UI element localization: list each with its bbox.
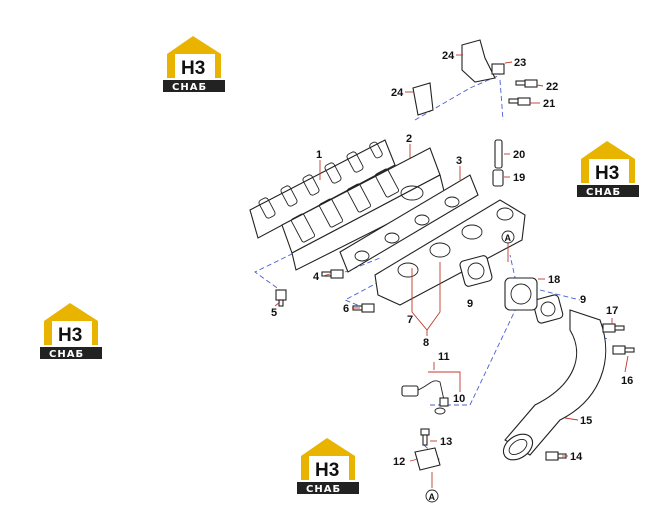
part-20-pin: [494, 139, 503, 169]
reference-marker-a-bottom: A: [425, 489, 439, 503]
label-18: 18: [548, 274, 560, 286]
label-17: 17: [606, 305, 618, 317]
logo-text: CHAБ: [586, 187, 621, 198]
part-18-throttle-body: [504, 277, 538, 311]
part-3-exhaust-gasket: [339, 174, 479, 273]
watermark-logo-1: H3 CHAБ: [163, 36, 225, 93]
label-22: 22: [546, 81, 558, 93]
watermark-logo-4: H3 CHAБ: [297, 438, 359, 495]
logo-letters: H3: [58, 325, 82, 346]
part-22-bolt: [515, 79, 538, 88]
part-16-bolt: [612, 345, 635, 355]
part-9-gasket-b: [532, 294, 564, 324]
part-2-intake-manifold: [281, 147, 446, 271]
part-17-bolt: [602, 323, 625, 333]
label-21: 21: [543, 98, 555, 110]
label-14: 14: [570, 451, 583, 463]
svg-text:A: A: [505, 233, 512, 243]
part-24-bracket-upper: [461, 39, 496, 83]
logo-letters: H3: [181, 58, 205, 79]
part-13-bolt: [420, 428, 430, 446]
part-11-sensor: [401, 380, 449, 415]
logo-text: CHAБ: [172, 82, 207, 93]
part-24-bracket-lower: [412, 82, 434, 116]
label-15: 15: [580, 415, 592, 427]
label-24b: 24: [391, 87, 404, 99]
label-7: 7: [407, 314, 413, 326]
watermark-logo-2: H3 CHAБ: [577, 141, 639, 198]
part-12-bracket: [414, 447, 441, 471]
watermark-logo-3: H3 CHAБ: [40, 303, 102, 360]
label-11: 11: [438, 351, 450, 363]
part-9-gasket-a: [459, 255, 493, 287]
label-20: 20: [513, 149, 525, 161]
label-8: 8: [423, 337, 429, 349]
part-1-intake-gasket: [249, 139, 396, 239]
logo-text: CHAБ: [49, 349, 84, 360]
label-2: 2: [406, 133, 412, 145]
logo-text: CHAБ: [306, 484, 341, 495]
label-4: 4: [313, 271, 320, 283]
leader-lines: [274, 54, 629, 488]
label-6: 6: [343, 303, 349, 315]
svg-text:A: A: [429, 492, 436, 502]
label-13: 13: [440, 436, 452, 448]
label-24a: 24: [442, 50, 455, 62]
logo-letters: H3: [595, 163, 619, 184]
label-10: 10: [453, 393, 465, 405]
part-7-exhaust-manifold: [374, 199, 526, 306]
label-9b: 9: [580, 294, 586, 306]
reference-marker-a-top: A: [501, 230, 515, 244]
label-23: 23: [514, 57, 526, 69]
label-16: 16: [621, 375, 633, 387]
logo-letters: H3: [315, 460, 339, 481]
label-3: 3: [456, 155, 462, 167]
part-19-sensor: [492, 169, 504, 187]
label-19: 19: [513, 172, 525, 184]
label-9a: 9: [467, 298, 473, 310]
part-4-bolt: [321, 269, 344, 279]
part-21-bolt: [508, 97, 531, 106]
label-5: 5: [271, 307, 277, 319]
part-23-clip: [491, 63, 505, 75]
label-12: 12: [393, 456, 405, 468]
label-1: 1: [316, 149, 322, 161]
part-15-intake-pipe: [502, 309, 607, 461]
